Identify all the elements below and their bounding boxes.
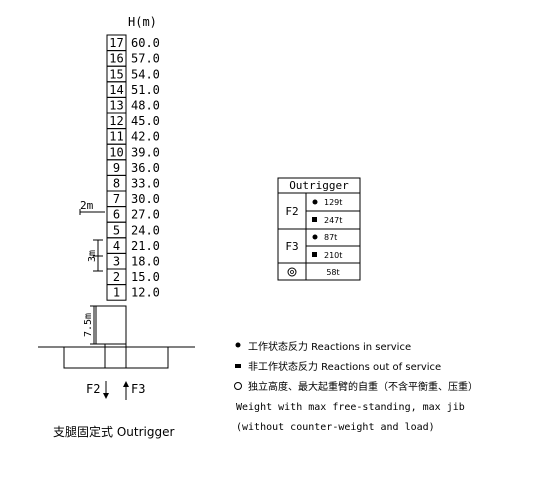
table-f2-out-service: 247t — [324, 216, 342, 225]
dot-service-icon — [312, 199, 318, 205]
mast-section-number: 12 — [109, 114, 123, 128]
legend-line-2: 非工作状态反力 Reactions out of service — [248, 360, 441, 373]
foundation — [63, 347, 169, 369]
dim-base-label: 7.5m — [83, 313, 94, 337]
dim-3m-label: 3m — [87, 250, 98, 262]
mast-section-number: 13 — [109, 99, 123, 113]
mast-section-height: 33.0 — [131, 177, 160, 191]
mast-section-box — [106, 284, 127, 301]
mast-section-number: 8 — [113, 177, 120, 191]
legend-line-3: 独立高度、最大起重臂的自重（不含平衡重、压重） — [248, 380, 478, 393]
legend: 工作状态反力 Reactions in service 非工作状态反力 Reac… — [234, 340, 478, 433]
table-f3-out-service: 210t — [324, 251, 342, 260]
dot-service-icon — [312, 234, 318, 240]
mast-section-height: 36.0 — [131, 161, 160, 175]
mast-section-height: 60.0 — [131, 36, 160, 50]
mast-section-number: 14 — [109, 83, 123, 97]
weight-hexagon-icon — [234, 382, 242, 390]
weight-hexagon-icon — [287, 267, 297, 277]
table-f3-service: 87t — [324, 233, 337, 242]
mast-section-height: 15.0 — [131, 270, 160, 284]
mast-section-height: 18.0 — [131, 255, 160, 269]
legend-line-4: Weight with max free-standing, max jib — [236, 402, 465, 413]
table-f2-label: F2 — [285, 205, 298, 218]
mast-section-number: 4 — [113, 239, 120, 253]
mast-section-number: 7 — [113, 192, 120, 206]
table-f3-label: F3 — [285, 240, 298, 253]
mast-section-height: 51.0 — [131, 83, 160, 97]
mast-section-height: 54.0 — [131, 67, 160, 81]
force-f2-label: F2 — [86, 382, 100, 396]
outrigger-table: Outrigger F2 129t 247t F3 87t 210t 58t — [277, 177, 361, 281]
mast-section-height: 21.0 — [131, 239, 160, 253]
mast-section-height: 24.0 — [131, 223, 160, 237]
table-f2-service: 129t — [324, 198, 342, 207]
mast-section-height: 45.0 — [131, 114, 160, 128]
mast-section-number: 6 — [113, 208, 120, 222]
mast-section-number: 16 — [109, 52, 123, 66]
legend-line-5: (without counter-weight and load) — [236, 422, 435, 433]
dot-service-icon — [235, 342, 241, 348]
square-out-service-icon — [312, 217, 317, 222]
mast-section-height: 12.0 — [131, 286, 160, 300]
square-out-service-icon — [312, 252, 317, 257]
mast-section-number: 3 — [113, 255, 120, 269]
mast-section-number: 11 — [109, 130, 123, 144]
mast-section-number: 10 — [109, 145, 123, 159]
mast-section-height: 27.0 — [131, 208, 160, 222]
mast-section-height: 39.0 — [131, 145, 160, 159]
diagram-caption: 支腿固定式 Outrigger — [53, 424, 174, 439]
mast-section-number: 15 — [109, 67, 123, 81]
mast-section-number: 9 — [113, 161, 120, 175]
height-axis-label: H(m) — [128, 15, 157, 29]
mast-section-number: 1 — [113, 286, 120, 300]
square-out-service-icon — [235, 364, 241, 368]
mast-section-height: 30.0 — [131, 192, 160, 206]
table-header: Outrigger — [289, 179, 349, 192]
dim-2m-label: 2m — [80, 199, 94, 212]
mast-section-number: 5 — [113, 223, 120, 237]
mast-section-height: 57.0 — [131, 52, 160, 66]
base-section — [95, 305, 127, 345]
mast-section-height: 42.0 — [131, 130, 160, 144]
table-weight: 58t — [326, 268, 339, 277]
mast-section-height: 48.0 — [131, 99, 160, 113]
mast-section-number: 17 — [109, 36, 123, 50]
mast-section-number: 2 — [113, 270, 120, 284]
legend-line-1: 工作状态反力 Reactions in service — [248, 340, 411, 353]
force-f3-label: F3 — [131, 382, 145, 396]
